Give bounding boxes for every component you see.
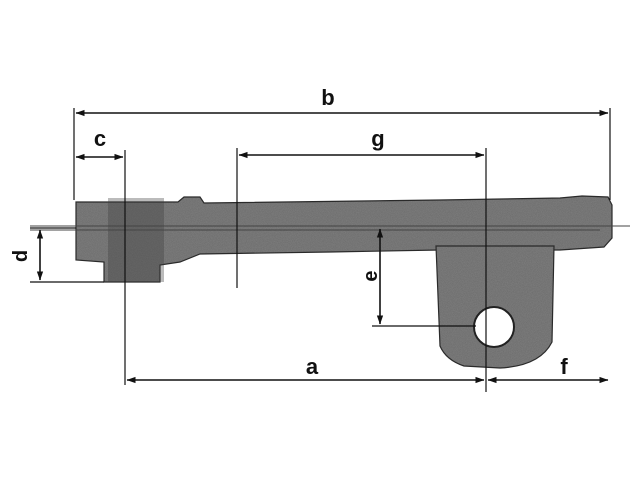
shaft-collar <box>108 198 164 282</box>
label-f: f <box>560 354 568 379</box>
lever-part <box>75 195 613 369</box>
label-a: a <box>306 354 319 379</box>
label-g: g <box>371 126 384 151</box>
label-d: d <box>10 250 32 262</box>
label-e: e <box>360 270 382 281</box>
pin-hole <box>473 306 515 348</box>
label-c: c <box>94 126 106 151</box>
label-b: b <box>321 85 334 110</box>
shaft-body <box>75 195 613 283</box>
